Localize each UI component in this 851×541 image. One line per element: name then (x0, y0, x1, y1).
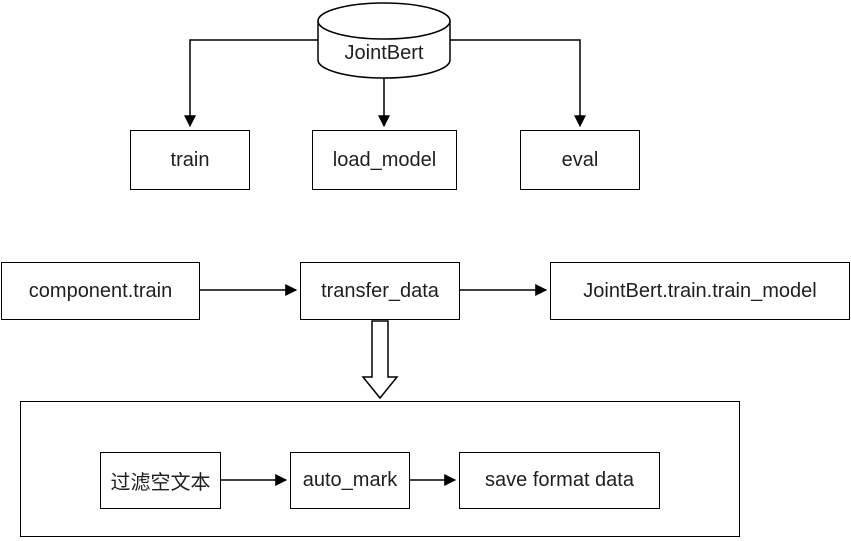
node-label: 过滤空文本 (110, 472, 211, 494)
node-train: train (130, 130, 250, 190)
hollow-block-arrow-down (361, 320, 399, 400)
node-label: transfer_data (321, 279, 439, 302)
node-label: load_model (332, 148, 437, 171)
node-transfer-data: transfer_data (300, 262, 460, 320)
node-label: eval (561, 148, 599, 171)
edge-jointbert-eval (450, 39, 586, 128)
node-load-model: load_model (312, 130, 457, 190)
node-save-format-data: save format data (459, 452, 660, 509)
node-jointbert-train-train-model: JointBert.train.train_model (550, 262, 850, 320)
node-auto-mark: auto_mark (290, 452, 410, 509)
node-label: train (170, 148, 210, 171)
node-filter-empty-text: 过滤空文本 (100, 452, 221, 509)
edge-jointbert-train (184, 39, 318, 128)
node-component-train: component.train (1, 262, 200, 320)
node-label: save format data (485, 469, 634, 491)
subprocess-container (20, 401, 740, 537)
node-label: JointBert.train.train_model (583, 279, 817, 302)
node-label: component.train (28, 279, 173, 302)
node-jointbert-label: JointBert (318, 36, 450, 70)
node-eval: eval (520, 130, 640, 190)
node-label: JointBert (344, 41, 424, 64)
cylinder-shape (317, 2, 451, 79)
node-label: auto_mark (302, 469, 398, 491)
